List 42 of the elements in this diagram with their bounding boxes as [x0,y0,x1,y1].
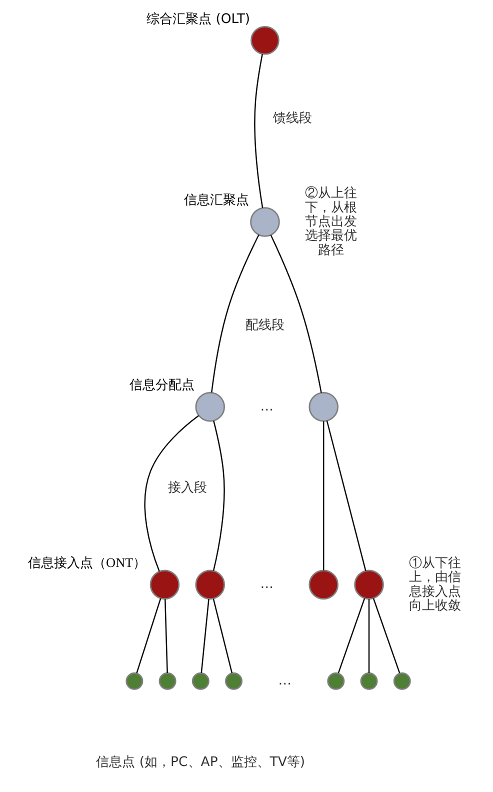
node-circle [194,392,225,422]
node-circle [250,26,279,55]
node-label: 信息分配点 [128,378,194,394]
label: ②从上往下，从根节点出发选择最优路径 [304,185,357,257]
node-circle [224,672,242,690]
connector [322,421,324,570]
connector [212,598,232,674]
connector [372,598,400,674]
connector [212,420,224,571]
node-circle [308,570,338,600]
node-circle [149,570,180,600]
connector [368,599,370,673]
node-circle [158,672,176,690]
node-circle [354,570,384,600]
connector [337,598,365,674]
connector [144,415,199,572]
label: ①从下往上，由信息接入点向上收敛 [408,554,461,612]
label: … [278,674,291,689]
node-circle [326,672,344,690]
node-label: 信息汇聚点 [184,193,249,208]
node-circle [194,570,225,600]
node-circle [308,392,338,422]
node-label: 综合汇聚点 (OLT) [146,12,250,28]
node-circle [191,672,209,690]
node-circle [125,672,143,690]
connector [136,598,161,674]
label: … [260,399,273,414]
node-label: 信息接入点（ONT） [28,554,146,570]
connector [270,234,322,393]
label: … [260,577,273,592]
node-circle [250,207,280,237]
connector [210,234,259,393]
connector [200,599,209,674]
label: 配线段 [244,318,284,334]
node-circle [360,672,378,690]
node-circle [392,672,410,690]
label: 馈线段 [272,110,312,126]
connector [164,599,168,673]
connector [326,420,366,571]
label: 接入段 [167,480,206,496]
connector [254,54,263,208]
label: 信息点 (如，PC、AP、监控、TV等) [96,755,305,770]
